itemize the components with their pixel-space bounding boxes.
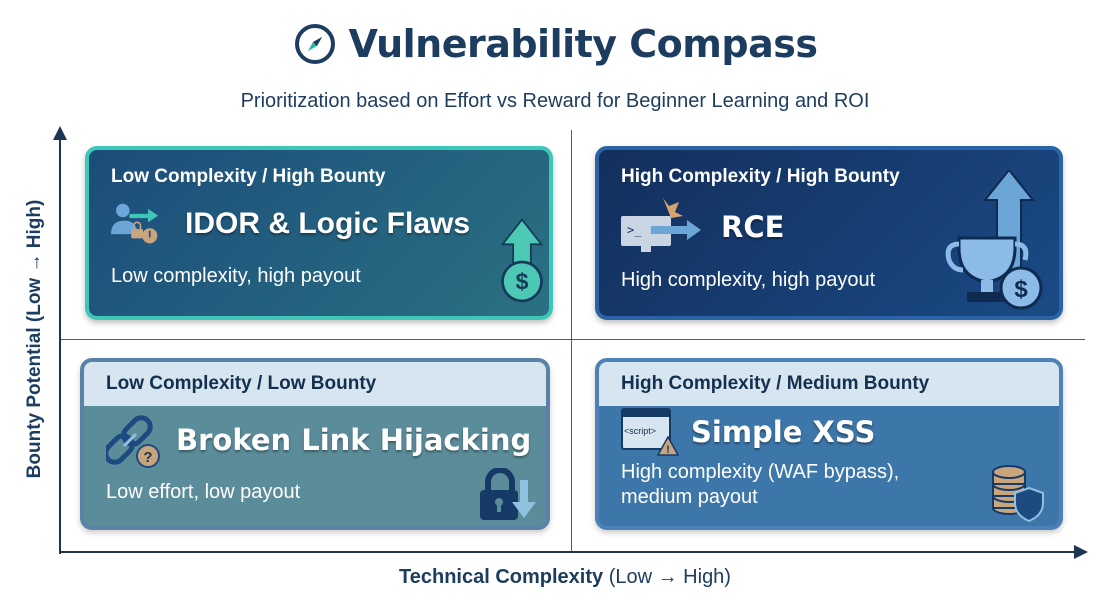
warning-icon: ! xyxy=(657,436,679,456)
svg-text:?: ? xyxy=(143,449,152,466)
terminal-exploit-icon: >_ xyxy=(621,198,701,252)
y-axis xyxy=(59,138,61,554)
page-subtitle: Prioritization based on Effort vs Reward… xyxy=(240,90,870,112)
quadrant-name: IDOR & Logic Flaws xyxy=(185,207,471,240)
database-shield-icon xyxy=(992,465,1044,522)
quadrant-category: High Complexity / High Bounty xyxy=(621,166,900,187)
quadrant-card-broken-link: Low Complexity / Low Bounty ? Broken Lin… xyxy=(80,358,550,530)
compass-icon xyxy=(294,24,335,64)
horizontal-divider xyxy=(60,339,1085,340)
quadrant-card-idor: Low Complexity / High Bounty IDOR & Logi… xyxy=(85,146,553,320)
broken-link-icon: ? xyxy=(106,415,160,468)
quadrant-description: Low complexity, high payout xyxy=(111,265,361,287)
x-axis-label-bold: Technical Complexity xyxy=(399,566,604,588)
quadrant-card-rce: High Complexity / High Bounty >_ RCE Hig… xyxy=(595,146,1063,320)
y-axis-arrow-icon xyxy=(53,126,67,140)
dollar-up-arrow-icon: $ xyxy=(500,218,544,303)
quadrant-description-line: High complexity (WAF bypass), xyxy=(621,461,900,483)
quadrant-category: Low Complexity / High Bounty xyxy=(111,166,386,187)
vertical-divider xyxy=(571,130,572,552)
user-lock-icon xyxy=(111,203,159,244)
quadrant-card-xss: High Complexity / Medium Bounty <script>… xyxy=(595,358,1063,530)
svg-text:$: $ xyxy=(516,268,529,294)
x-axis-label-range: (Low → High) xyxy=(603,566,731,588)
script-window-icon: <script> ! xyxy=(621,408,679,456)
svg-text:!: ! xyxy=(666,444,670,456)
quadrant-name: RCE xyxy=(721,210,785,244)
page-title: Vulnerability Compass xyxy=(348,22,818,66)
x-axis-arrow-icon xyxy=(1074,545,1088,559)
quadrant-name: Simple XSS xyxy=(691,415,876,449)
lock-down-arrow-icon xyxy=(480,468,536,520)
quadrant-description-line: medium payout xyxy=(621,486,758,508)
x-axis-label: Technical Complexity (Low → High) xyxy=(0,566,1110,589)
quadrant-description: Low effort, low payout xyxy=(106,481,301,503)
quadrant-description: High complexity, high payout xyxy=(621,269,876,291)
quadrant-name: Broken Link Hijacking xyxy=(176,423,532,457)
x-axis xyxy=(59,551,1077,553)
svg-text:>_: >_ xyxy=(627,223,642,237)
script-tag-text: <script> xyxy=(624,426,657,436)
svg-text:$: $ xyxy=(1014,276,1028,303)
trophy-dollar-icon: $ xyxy=(945,170,1043,310)
quadrant-category: High Complexity / Medium Bounty xyxy=(621,373,930,394)
title-bar: Vulnerability Compass xyxy=(0,22,1110,66)
quadrant-category: Low Complexity / Low Bounty xyxy=(106,373,377,394)
y-axis-label: Bounty Potential (Low → High) xyxy=(24,199,45,479)
